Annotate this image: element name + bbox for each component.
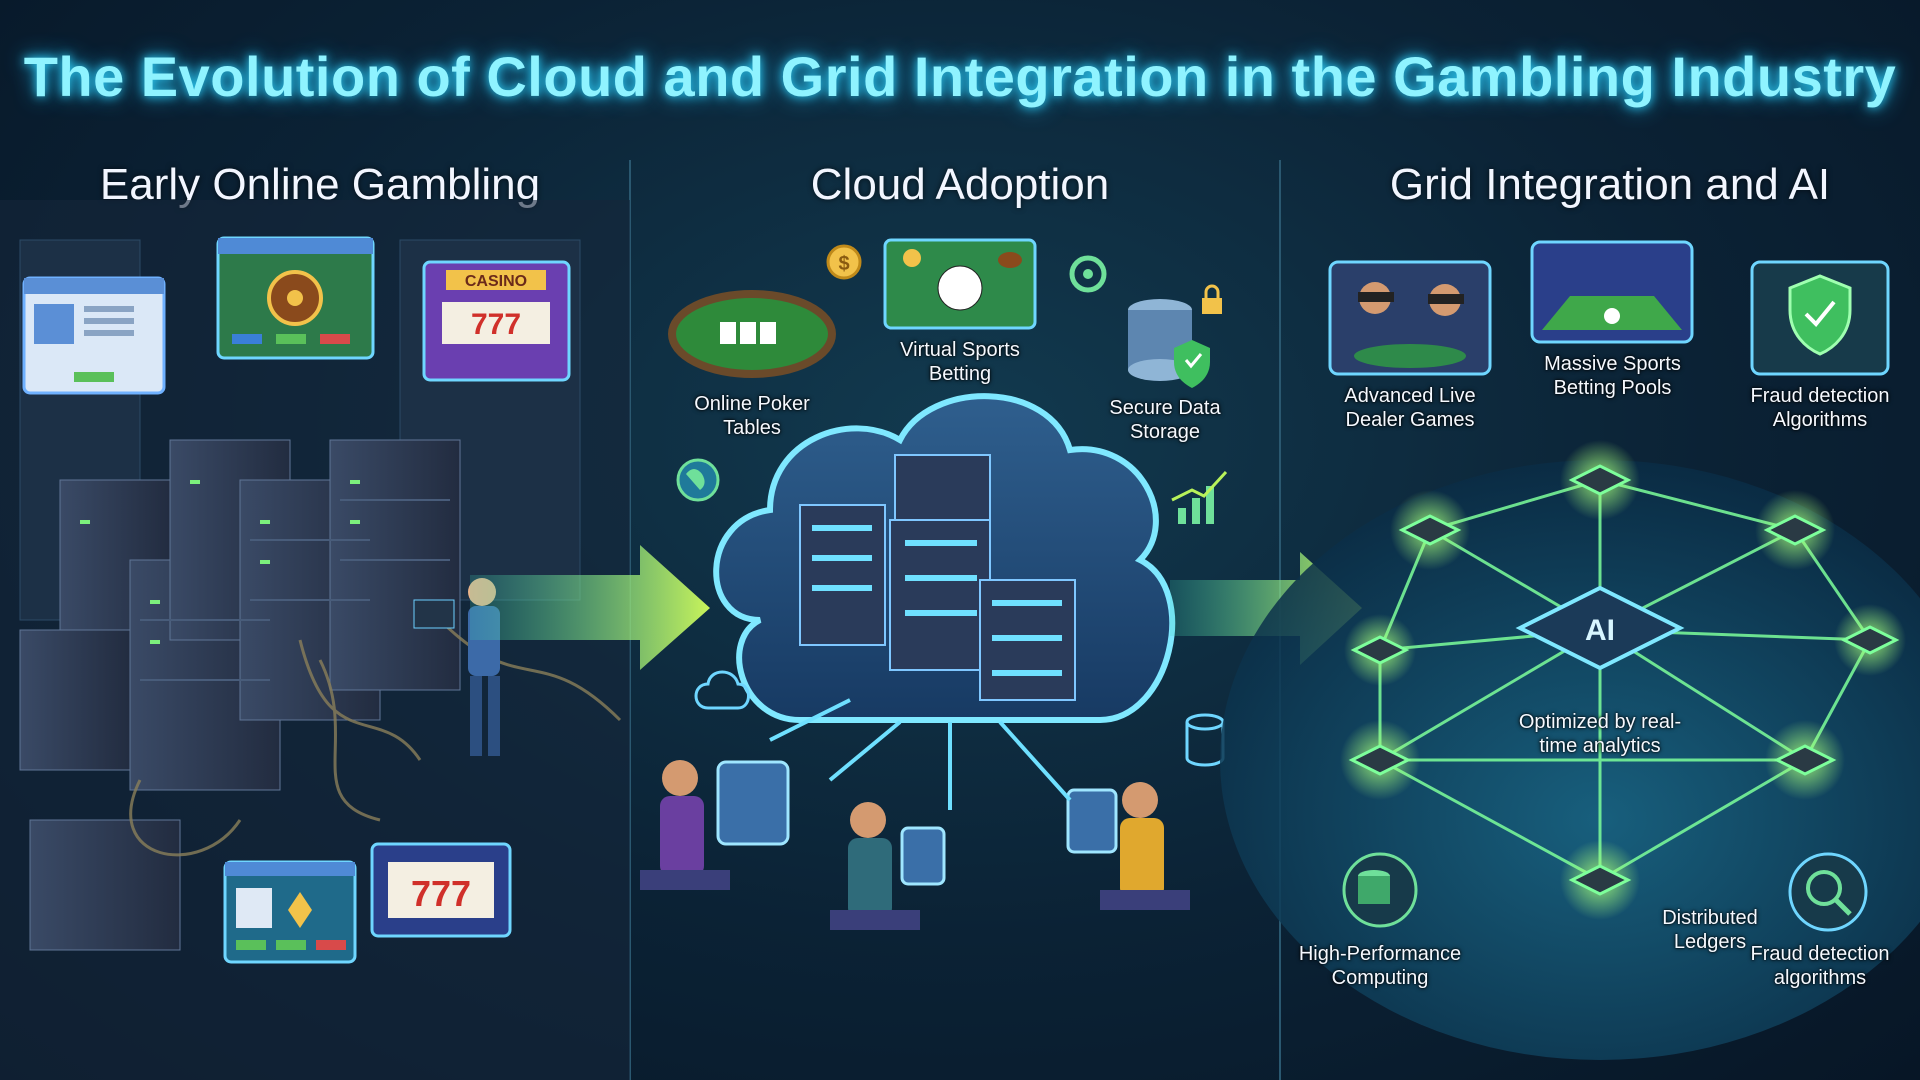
virtual-sports-screen xyxy=(883,238,1037,330)
cloud-data-center xyxy=(713,393,1176,723)
grid-nodes xyxy=(1340,440,1906,920)
globe-icon xyxy=(676,458,720,502)
database-icon-small xyxy=(1185,713,1225,767)
page-title: The Evolution of Cloud and Grid Integrat… xyxy=(23,45,1897,108)
ai-chip-label: AI xyxy=(1585,614,1615,647)
gear-icon xyxy=(1069,255,1107,293)
early-card-game-window xyxy=(223,860,357,964)
label-live-dealer: Advanced Live Dealer Games xyxy=(1344,385,1476,431)
svg-text:$: $ xyxy=(838,253,849,275)
grid-panel-title: Grid Integration and AI xyxy=(1389,160,1831,209)
label-secure-storage: Secure Data Storage xyxy=(1109,397,1221,443)
server-rack xyxy=(19,439,461,951)
label-sports-pools: Massive Sports Betting Pools xyxy=(1544,353,1681,399)
user-with-tablet-right xyxy=(1066,782,1190,910)
early-roulette-window xyxy=(216,236,375,360)
label-fraud-bottom: Fraud detection algorithms xyxy=(1750,943,1890,989)
hpc-database-icon xyxy=(1342,852,1418,928)
label-hpc: High-Performance Computing xyxy=(1298,943,1462,989)
cloud-panel-title: Cloud Adoption xyxy=(810,160,1110,209)
early-casino-slot-window: CASINO 777 xyxy=(422,260,571,382)
label-ledgers: Distributed Ledgers xyxy=(1662,907,1758,953)
early-slot-machine-window: 777 xyxy=(370,842,512,938)
label-virtual-sports: Virtual Sports Betting xyxy=(900,339,1020,385)
casino-sign-text: CASINO xyxy=(465,273,527,290)
lock-icon xyxy=(1202,284,1222,314)
slot-digits-bottom: 777 xyxy=(411,873,471,914)
poker-table-icon xyxy=(668,290,836,378)
cloud-users xyxy=(640,760,1190,930)
label-optimized: Optimized by real-time analytics xyxy=(1518,711,1682,757)
database-shield-icon xyxy=(1128,299,1210,388)
dollar-coin-icon: $ xyxy=(826,244,862,280)
cloud-upload-icon xyxy=(694,670,750,710)
fraud-shield-icon xyxy=(1750,260,1890,376)
cloud-data-flows xyxy=(769,698,1072,810)
early-website-window xyxy=(22,276,166,395)
ai-chip: AI xyxy=(1515,585,1685,671)
transition-arrow-1 xyxy=(470,545,710,670)
fraud-magnifier-icon xyxy=(1788,852,1868,932)
label-fraud-top: Fraud detection Algorithms xyxy=(1750,385,1890,431)
user-with-tablet-middle xyxy=(830,802,946,930)
live-dealer-screen xyxy=(1328,260,1492,376)
label-online-poker: Online Poker Tables xyxy=(694,393,810,439)
slot-digits: 777 xyxy=(471,308,521,341)
growth-chart-icon xyxy=(1171,470,1228,524)
user-with-tablet-left xyxy=(640,760,790,890)
sports-stadium-screen xyxy=(1530,240,1694,344)
